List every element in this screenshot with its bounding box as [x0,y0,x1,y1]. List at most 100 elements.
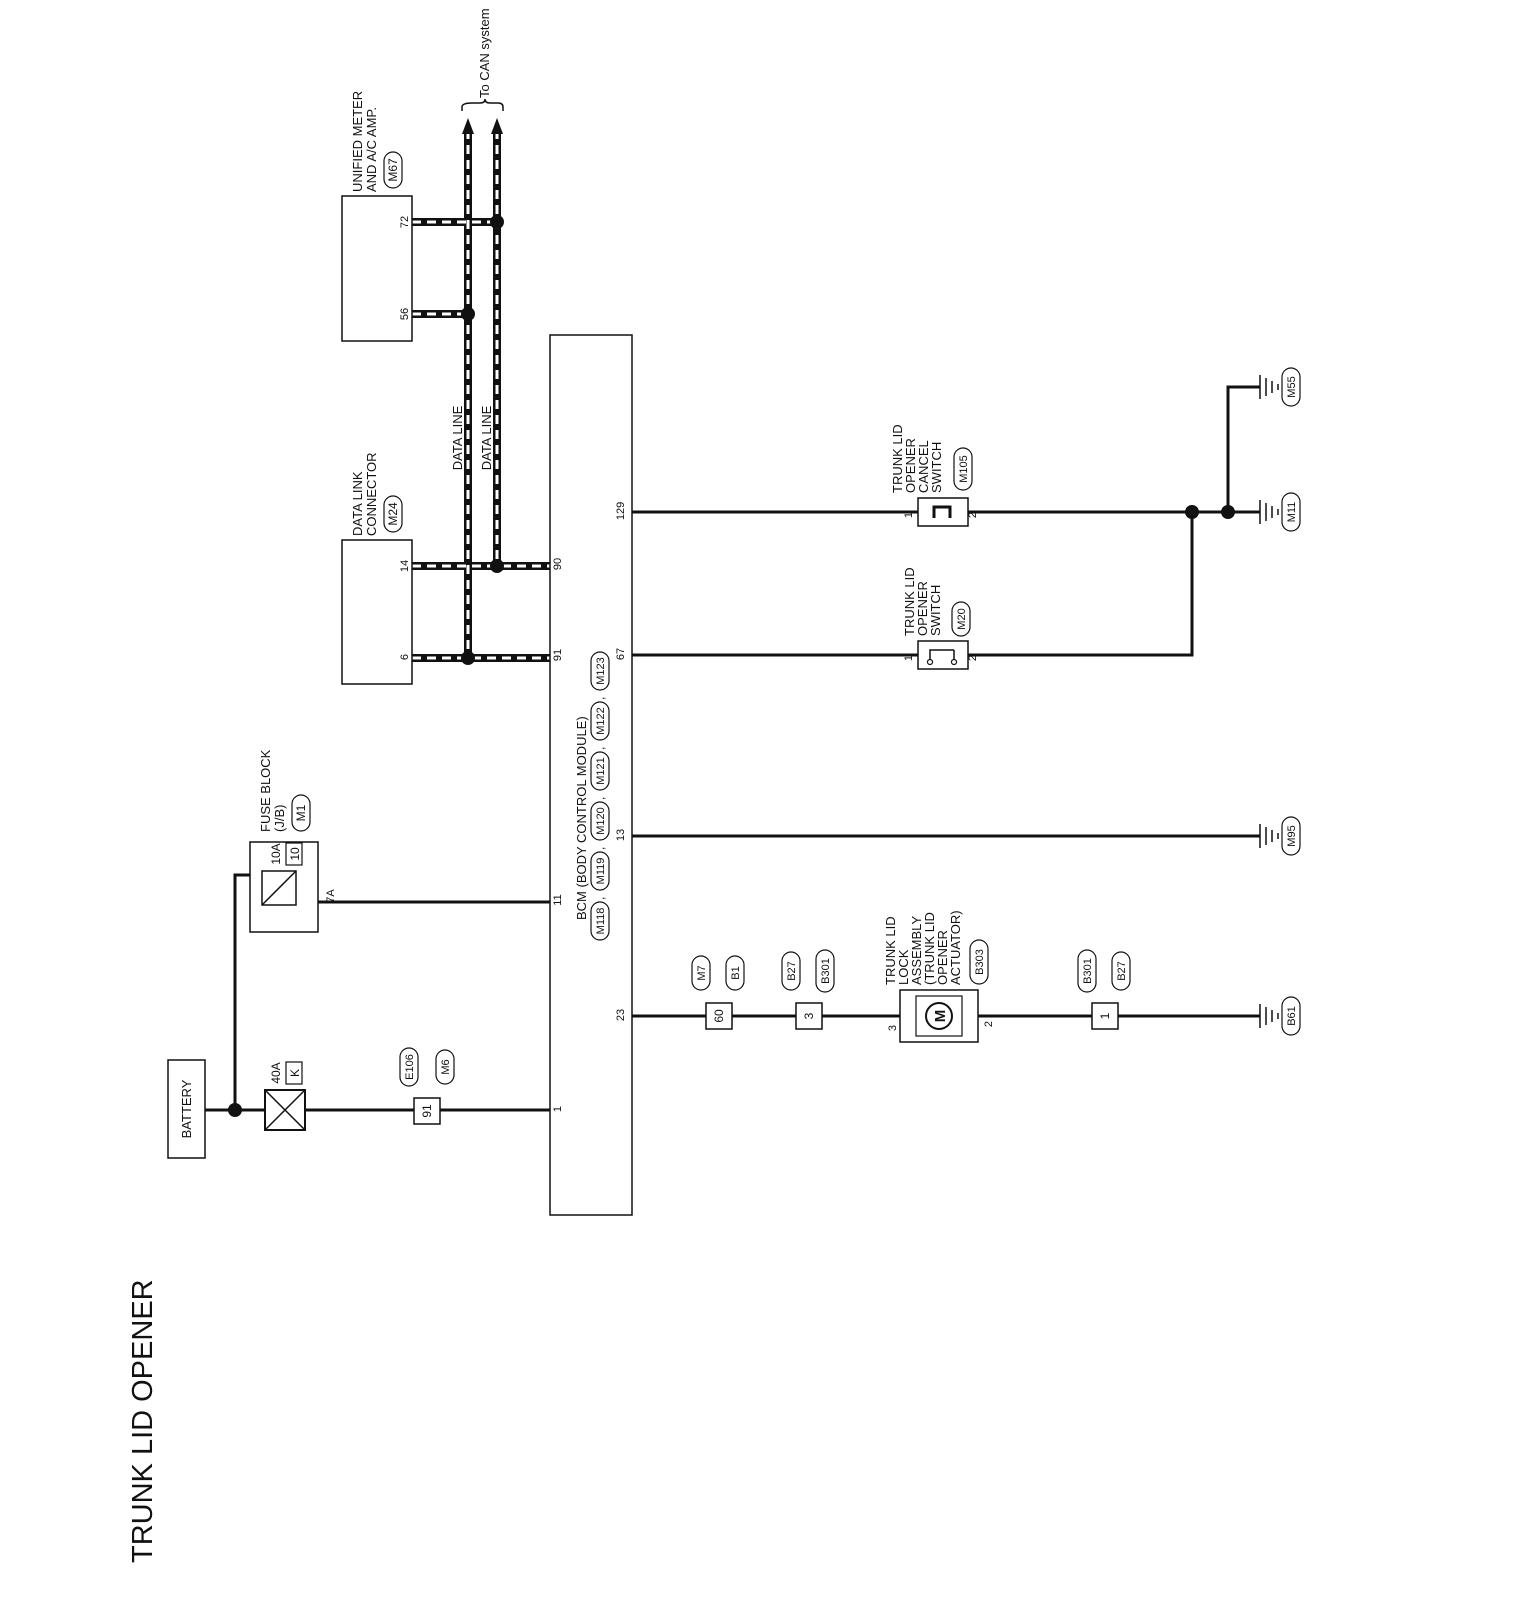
junction-dot [228,1103,242,1117]
fuse-block-terminal: 7A [325,889,337,903]
bcm-pin-129: 129 [615,502,627,520]
meter-connector: M67 [386,158,400,182]
bcm: BCM (BODY CONTROL MODULE) M118 , M119 , … [549,334,633,1216]
ground-m11: M11 [1259,492,1301,532]
motor-symbol: M [932,1010,949,1023]
cancel-switch-pin-2: 2 [967,512,979,518]
ground-m55: M55 [1259,367,1301,407]
switch-pin-1: 1 [903,655,915,661]
ground-b61: B61 [1259,996,1301,1036]
junction-dot [490,215,504,229]
bcm-connector: M120 [595,807,607,835]
opener-switch-connector: M20 [956,608,968,629]
fusible-link-icon [264,1089,306,1131]
ground-label: M11 [1286,502,1298,523]
cancel-switch-icon [932,505,952,518]
actuator-pin-2: 2 [983,1021,995,1027]
actuator-pin-3: 3 [887,1025,899,1031]
cancel-switch-pin-1: 1 [903,512,915,518]
inline-connector-e106-m6: 91 E106 M6 [399,1047,455,1125]
wire-ground-m55-branch [1226,385,1260,512]
page-title: TRUNK LID OPENER [127,1279,159,1563]
can-system-label: To CAN system [477,8,492,98]
dlc-name-2: CONNECTOR [364,452,379,536]
ground-m95: M95 [1259,816,1301,856]
svg-text:,: , [593,897,607,900]
can-arrow-icon [491,118,503,134]
can-brace [461,98,504,111]
cancel-switch-connector: M105 [958,455,970,483]
bcm-connector: M123 [595,657,607,685]
bcm-pin-23: 23 [615,1009,627,1021]
ground-icon [1259,1004,1279,1028]
inline-connector-b301-b27: 1 B301 B27 [1077,949,1131,1030]
svg-text:TRUNK LID: TRUNK LID [890,424,905,493]
fuse-block: 10A 10 7A FUSE BLOCK (J/B) M1 [249,749,337,933]
svg-text:OPENER: OPENER [915,581,930,636]
svg-text:OPENER: OPENER [903,438,918,493]
switch-pin-2: 2 [967,655,979,661]
trunk-lid-opener-cancel-switch: 1 2 TRUNK LID OPENER CANCEL SWITCH M105 [890,424,979,527]
junction-dot [1185,505,1199,519]
ground-icon [1259,375,1279,399]
fusible-link-id: K [288,1069,302,1077]
inline-connector-m7-b1: 60 M7 B1 [691,955,745,1030]
junction-dot [461,651,475,665]
svg-text:CANCEL: CANCEL [916,440,931,493]
connector-label: M7 [696,965,708,980]
connector-label: B1 [730,966,742,979]
meter-pin-56: 56 [399,308,411,320]
connector-label: E106 [404,1054,416,1080]
fuse-icon [261,870,297,906]
connector-pin: 3 [802,1012,816,1019]
ground-icon [1259,824,1279,848]
svg-text:,: , [593,797,607,800]
bcm-connector-tags: M118 , M119 , M120 , M121 , M122 , M123 [590,651,610,941]
svg-text:OPENER: OPENER [935,930,950,985]
fuse-block-name-2: (J/B) [272,805,287,832]
junction-dot [490,559,504,573]
ground-label: B61 [1286,1006,1298,1026]
wire-opener-switch-to-ground [968,512,1194,657]
dlc-pin-6: 6 [399,654,411,660]
bcm-connector: M121 [595,757,607,785]
battery: BATTERY [167,1059,206,1159]
connector-pin: 91 [420,1104,434,1118]
bcm-pin-90: 90 [552,558,564,570]
fuse-block-connector: M1 [294,804,308,821]
unified-meter: 56 72 UNIFIED METER AND A/C AMP. M67 [341,91,413,342]
ground-label: M95 [1286,825,1298,846]
can-arrow-icon [462,118,474,134]
bcm-pin-91: 91 [552,649,564,661]
battery-label: BATTERY [179,1079,194,1138]
fusible-link: 40A K [264,1061,306,1131]
svg-text:,: , [593,697,607,700]
svg-text:,: , [593,847,607,850]
bcm-pin-11: 11 [552,894,564,905]
connector-label: M6 [440,1059,452,1074]
connector-pin: 60 [712,1009,726,1023]
junction-dot [461,307,475,321]
junctions [228,215,1235,1117]
meter-name: UNIFIED METER [350,91,365,192]
bcm-connector: M119 [595,858,607,885]
ground-icon [1259,500,1279,524]
dlc-pin-14: 14 [399,560,411,572]
fuse-number: 10 [288,847,302,861]
dlc-connector: M24 [386,502,400,526]
svg-text:ACTUATOR): ACTUATOR) [948,910,963,985]
wire-battery-to-fuse-block [233,873,250,1110]
svg-text:(TRUNK LID: (TRUNK LID [922,912,937,985]
data-line-label-high: DATA LINE [479,405,494,470]
trunk-lid-lock-assembly: M 3 2 TRUNK LID LOCK ASSEMBLY (TRUNK LID… [883,910,995,1043]
connector-pin: 1 [1098,1012,1112,1019]
meter-name-2: AND A/C AMP. [364,107,379,192]
svg-text:SWITCH: SWITCH [929,442,944,493]
fuse-block-name: FUSE BLOCK [258,749,273,832]
bcm-pin-13: 13 [615,829,627,841]
bcm-pin-1: 1 [552,1106,564,1112]
fuse-rating: 10A [269,843,283,864]
svg-text:SWITCH: SWITCH [928,585,943,636]
data-line-label-low: DATA LINE [450,405,465,470]
